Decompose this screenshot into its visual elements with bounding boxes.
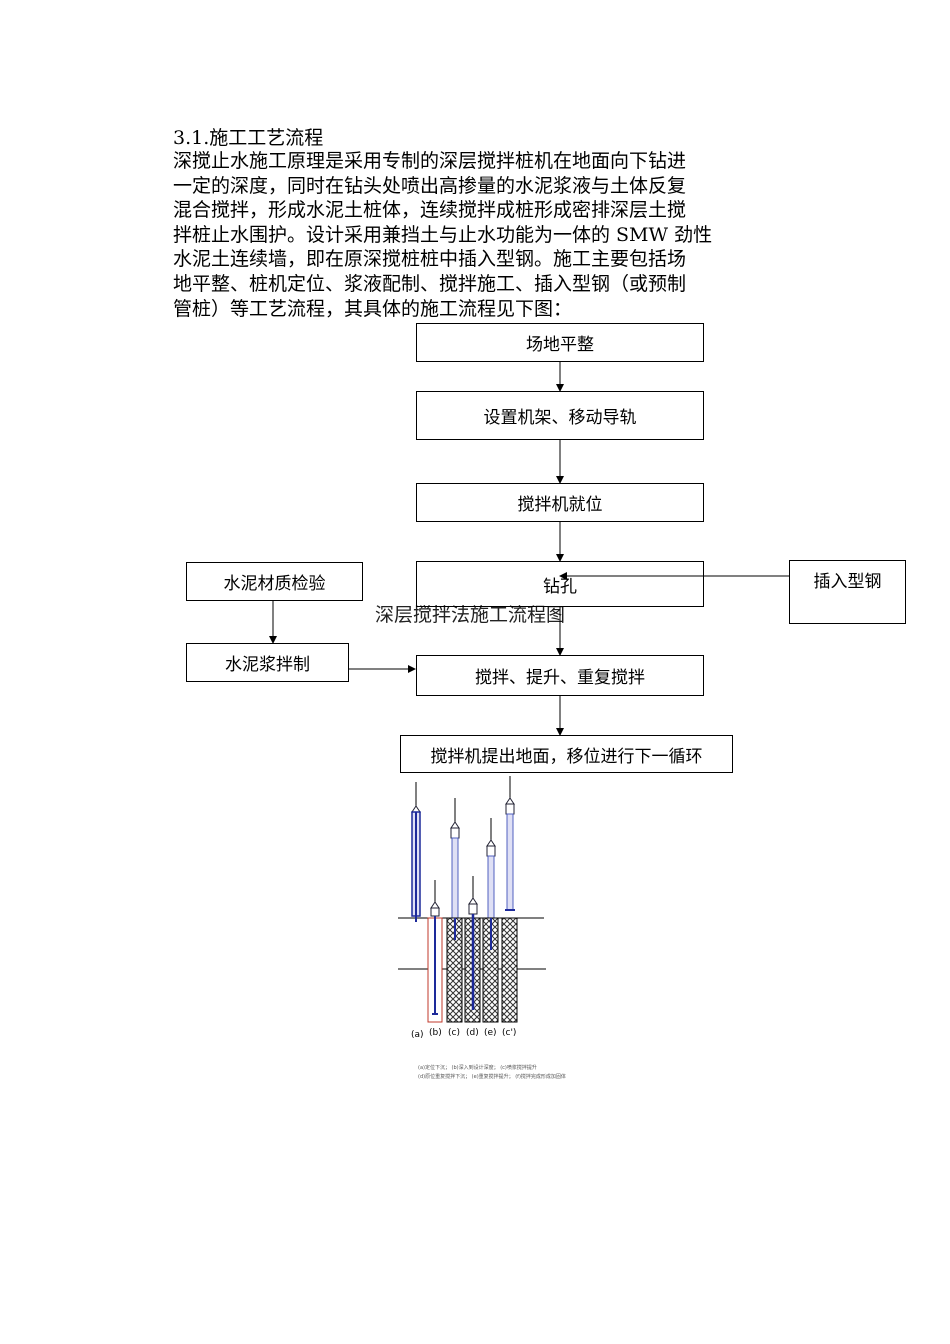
flow-step-set-frame: 设置机架、移动导轨 — [416, 391, 704, 440]
pile-d — [464, 876, 481, 1023]
paragraph-line: 混合搅拌，形成水泥土桩体，连续搅拌成桩形成密排深层土搅 — [173, 199, 687, 222]
pile-b — [427, 880, 443, 1023]
flow-side-cement-inspection: 水泥材质检验 — [186, 562, 363, 601]
flow-side-slurry-mixing: 水泥浆拌制 — [186, 643, 349, 682]
paragraph-line: 地平整、桩机定位、浆液配制、搅拌施工、插入型钢（或预制 — [173, 272, 687, 295]
flow-step-label: 搅拌、提升、重复搅拌 — [475, 668, 645, 688]
flow-step-drilling: 钻孔 — [416, 561, 704, 607]
paragraph-line: 一定的深度，同时在钻头处喷出高掺量的水泥浆液与土体反复 — [173, 174, 687, 197]
flow-step-label: 水泥材质检验 — [223, 574, 326, 594]
pile-c-prime — [501, 776, 518, 1023]
pile-label: (d) — [466, 1028, 479, 1038]
flow-step-site-leveling: 场地平整 — [416, 323, 704, 362]
pile-label: (b) — [429, 1028, 442, 1038]
flow-step-label: 场地平整 — [526, 335, 594, 355]
flow-step-mixing-lifting: 搅拌、提升、重复搅拌 — [416, 655, 704, 696]
pile-legend-line: (d)原位重复搅拌下沉； (e)重复搅拌提升； (f)搅拌完成形成加固体 — [418, 1074, 566, 1080]
pile-label: (e) — [484, 1028, 497, 1038]
section-heading: 3.1.施工工艺流程 — [173, 127, 324, 149]
pile-label: (c') — [502, 1028, 517, 1038]
flow-step-label: 水泥浆拌制 — [225, 655, 310, 675]
paragraph-line: 管桩）等工艺流程，其具体的施工流程见下图： — [173, 297, 573, 320]
flow-step-mixer-positioning: 搅拌机就位 — [416, 483, 704, 522]
paragraph-line: 水泥土连续墙，即在原深搅桩桩中插入型钢。施工主要包括场 — [173, 248, 687, 271]
flow-step-label: 钻孔 — [543, 576, 577, 597]
pile-label: (c) — [448, 1028, 460, 1038]
flow-step-label: 搅拌机就位 — [517, 495, 603, 515]
pile-label: (a) — [411, 1030, 424, 1040]
flow-step-label: 插入型钢 — [813, 572, 882, 592]
pile-c — [446, 798, 463, 1023]
pile-legend-line: (a)定位下沉； (b)深入到设计深度； (c)喷浆搅拌提升 — [418, 1065, 537, 1071]
flow-step-label: 设置机架、移动导轨 — [483, 408, 637, 428]
body-paragraph: 深搅止水施工原理是采用专制的深层搅拌桩机在地面向下钻进 一定的深度，同时在钻头处… — [173, 149, 813, 321]
pile-e — [482, 818, 499, 1023]
paragraph-line: 深搅止水施工原理是采用专制的深层搅拌桩机在地面向下钻进 — [173, 150, 687, 172]
flowchart-caption: 深层搅拌法施工流程图 — [375, 604, 566, 626]
flow-step-lift-out-next-cycle: 搅拌机提出地面，移位进行下一循环 — [400, 735, 733, 773]
flow-step-label: 搅拌机提出地面，移位进行下一循环 — [430, 746, 703, 767]
pile-a — [411, 782, 421, 922]
flow-side-insert-steel: 插入型钢 — [789, 560, 906, 624]
paragraph-line: 拌桩止水围护。设计采用兼挡土与止水功能为一体的 SMW 劲性 — [173, 223, 713, 246]
